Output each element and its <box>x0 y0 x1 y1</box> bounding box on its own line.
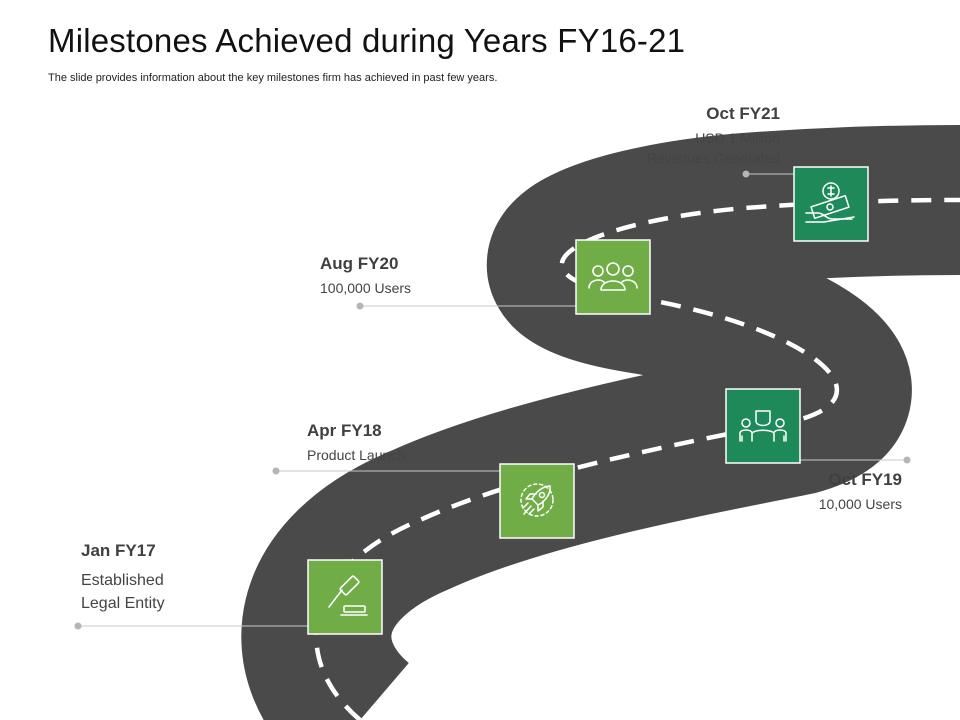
milestone-description: 100,000 Users <box>320 278 411 298</box>
people-group-icon <box>739 410 787 442</box>
milestone-tile-aug-fy20 <box>575 239 651 315</box>
milestone-description-line: USD 1 Million <box>695 130 780 146</box>
milestone-description: 10,000 Users <box>819 494 902 514</box>
rocket-icon <box>520 483 554 517</box>
road-center-dashes <box>314 197 960 720</box>
dot-oct-fy21 <box>742 170 750 178</box>
milestone-description: Established Legal Entity <box>81 569 165 615</box>
milestone-label-oct-fy19: Oct FY19 10,000 Users <box>819 470 902 514</box>
milestone-tile-jan-fy17 <box>307 559 383 635</box>
milestone-tile-oct-fy21 <box>793 166 869 242</box>
milestone-date: Apr FY18 <box>307 421 382 440</box>
slide-title: Milestones Achieved during Years FY16-21 <box>48 22 686 59</box>
dot-jan-fy17 <box>74 622 82 630</box>
milestone-description-line: Established <box>81 572 164 589</box>
milestone-date: Oct FY21 <box>706 104 780 123</box>
milestone-tile-oct-fy19 <box>725 388 801 464</box>
milestone-date: Jan FY17 <box>81 541 156 560</box>
slide-subtitle: The slide provides information about the… <box>48 72 498 84</box>
milestone-date: Oct FY19 <box>828 470 902 489</box>
milestone-description-line: 10,000 Users <box>818 496 902 512</box>
milestone-description: USD 1 Million Revenues Generated <box>647 128 780 168</box>
milestone-label-aug-fy20: Aug FY20 100,000 Users <box>320 254 411 298</box>
connector-lines <box>78 173 907 627</box>
dot-oct-fy19 <box>903 456 911 464</box>
milestone-description-line: Revenues Generated <box>646 150 780 166</box>
milestone-description: Product Launch <box>307 445 405 465</box>
milestone-date: Aug FY20 <box>320 254 399 273</box>
milestone-tile-apr-fy18 <box>499 463 575 539</box>
connector-dots <box>74 170 911 630</box>
money-hand-icon <box>805 182 855 223</box>
gavel-icon <box>328 575 368 616</box>
milestone-label-jan-fy17: Jan FY17 Established Legal Entity <box>81 541 165 615</box>
users-icon <box>588 262 638 291</box>
dot-apr-fy18 <box>272 467 280 475</box>
milestone-label-apr-fy18: Apr FY18 Product Launch <box>307 421 405 465</box>
milestone-description-line: 100,000 Users <box>320 280 412 296</box>
milestone-description-line: Legal Entity <box>81 595 165 612</box>
dot-aug-fy20 <box>356 302 364 310</box>
milestone-label-oct-fy21: Oct FY21 USD 1 Million Revenues Generate… <box>647 104 780 168</box>
milestone-description-line: Product Launch <box>307 447 406 463</box>
